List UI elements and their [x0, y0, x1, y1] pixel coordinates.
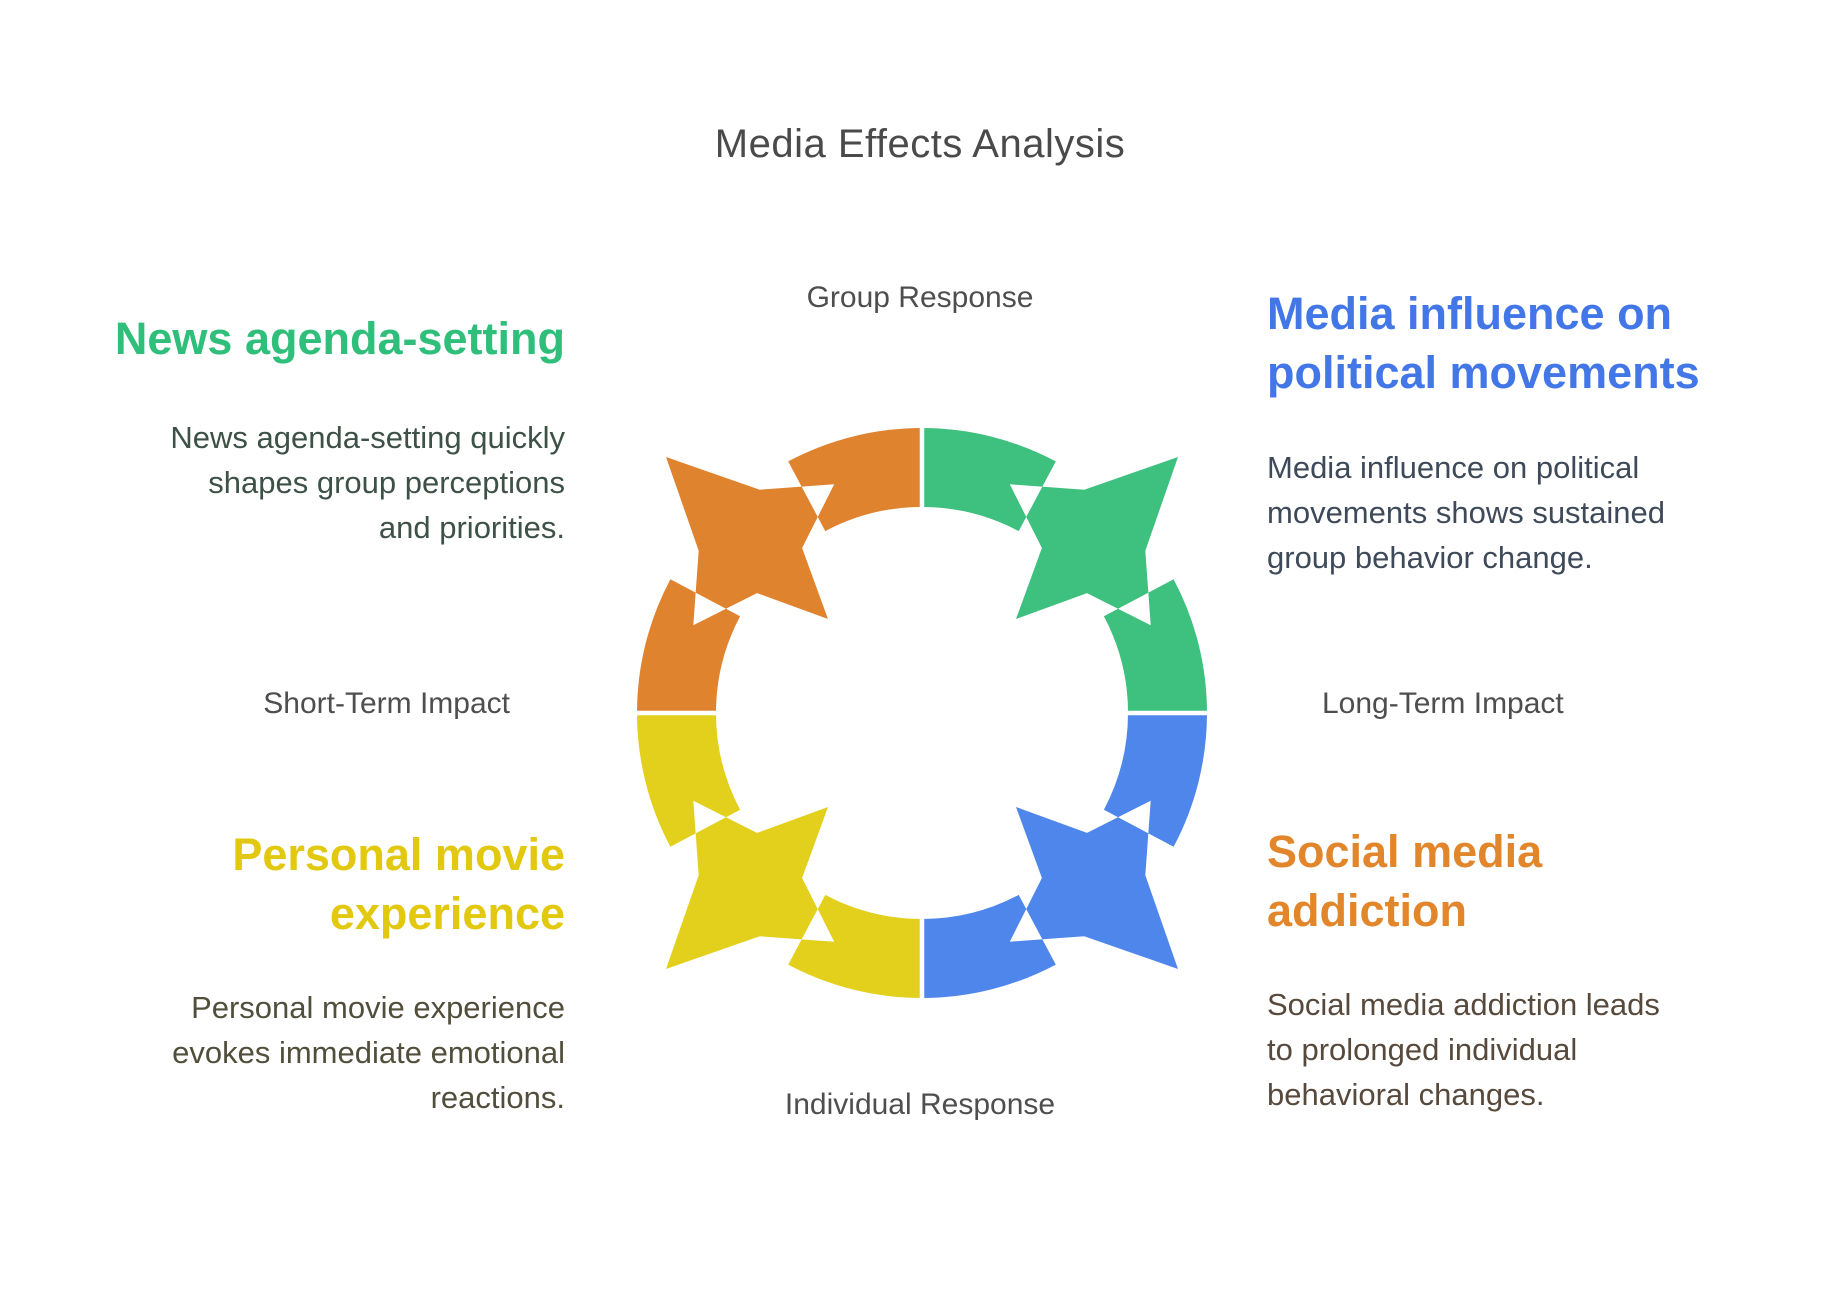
body-line: Media influence on political	[1267, 450, 1640, 485]
body-line: behavioral changes.	[1267, 1077, 1545, 1112]
quadrant-heading-social-media: Social media addiction	[1267, 822, 1737, 940]
body-line: News agenda-setting quickly	[170, 420, 565, 455]
body-line: shapes group perceptions	[208, 465, 565, 500]
axis-label-left: Short-Term Impact	[263, 687, 510, 720]
body-line: to prolonged individual	[1267, 1032, 1578, 1067]
body-line: evokes immediate emotional	[172, 1035, 565, 1070]
page-title: Media Effects Analysis	[714, 122, 1126, 166]
quadrant-body-news-agenda-setting: News agenda-setting quickly shapes group…	[63, 415, 565, 550]
heading-line: Media influence on	[1267, 288, 1673, 339]
heading-line: experience	[329, 888, 565, 939]
body-line: group behavior change.	[1267, 540, 1593, 575]
segment-arrow-top-left	[637, 428, 922, 713]
body-line: reactions.	[430, 1080, 565, 1115]
segment-arrow-bottom-right	[922, 713, 1207, 998]
quadrant-body-media-influence: Media influence on political movements s…	[1267, 445, 1737, 580]
axis-label-bottom: Individual Response	[784, 1088, 1056, 1121]
segment-arrow-bottom-left	[637, 713, 922, 998]
heading-line: addiction	[1267, 885, 1467, 936]
body-line: Personal movie experience	[191, 990, 565, 1025]
quadrant-heading-news-agenda-setting: News agenda-setting	[63, 309, 565, 368]
quadrant-heading-personal-movie: Personal movie experience	[63, 825, 565, 943]
body-line: movements shows sustained	[1267, 495, 1666, 530]
axis-label-right: Long-Term Impact	[1322, 687, 1564, 720]
quadrant-heading-media-influence: Media influence on political movements	[1267, 284, 1737, 402]
heading-line: News agenda-setting	[114, 313, 565, 364]
heading-line: Social media	[1267, 826, 1543, 877]
body-line: Social media addiction leads	[1267, 987, 1660, 1022]
body-line: and priorities.	[378, 510, 565, 545]
heading-line: political movements	[1267, 347, 1700, 398]
heading-line: Personal movie	[232, 829, 565, 880]
axis-label-top: Group Response	[806, 281, 1034, 314]
segment-arrow-top-right	[922, 428, 1207, 713]
quadrant-body-social-media: Social media addiction leads to prolonge…	[1267, 982, 1737, 1117]
quadrant-body-personal-movie: Personal movie experience evokes immedia…	[63, 985, 565, 1120]
